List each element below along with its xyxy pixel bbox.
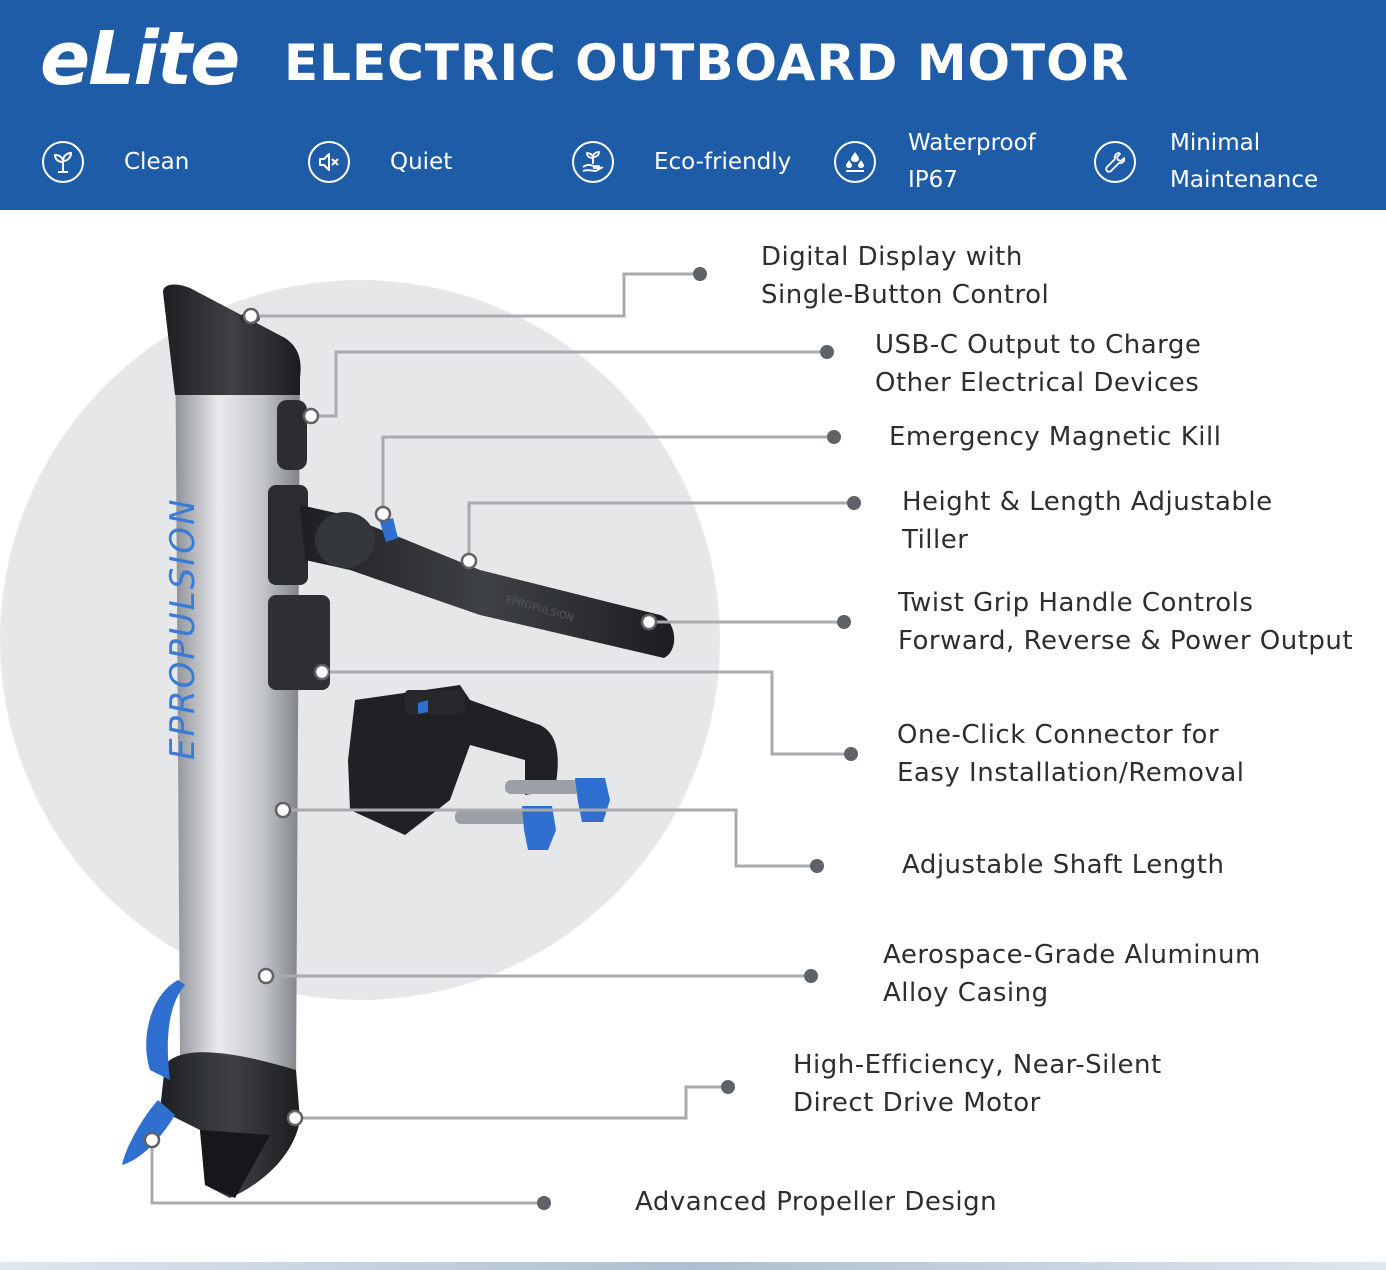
callout-tiller: Height & Length Adjustable Tiller (902, 483, 1273, 559)
feature-label-secondary: Maintenance (1170, 167, 1319, 193)
feature-quiet: Quiet (308, 130, 580, 194)
feature-label-secondary: IP67 (908, 167, 958, 193)
brand-logo: eLite (40, 16, 240, 102)
feature-label: Minimal (1170, 130, 1261, 156)
callout-magnetic-kill: Emergency Magnetic Kill (889, 418, 1221, 456)
callout-shaft-length: Adjustable Shaft Length (902, 846, 1224, 884)
callout-line: Alloy Casing (883, 978, 1049, 1008)
callout-line: Direct Drive Motor (793, 1088, 1041, 1118)
callout-line: High-Efficiency, Near-Silent (793, 1050, 1162, 1080)
tiller-pivot (315, 512, 375, 568)
callout-line: Easy Installation/Removal (897, 758, 1245, 788)
water-drops-icon (834, 141, 876, 183)
plant-in-hand-icon (572, 141, 614, 183)
page-title: ELECTRIC OUTBOARD MOTOR (284, 34, 1130, 92)
tiller-mount (268, 485, 308, 585)
feature-waterproof: Waterproof IP67 (834, 130, 1098, 194)
feature-maintenance: Minimal Maintenance (1094, 130, 1360, 194)
callout-line: Forward, Reverse & Power Output (898, 626, 1354, 656)
magnetic-kill-switch (380, 518, 398, 542)
callout-line: Adjustable Shaft Length (902, 850, 1225, 880)
callout-line: One-Click Connector for (897, 720, 1220, 750)
callout-line: Aerospace-Grade Aluminum (883, 940, 1261, 970)
usb-c-cap (277, 400, 307, 470)
callout-line: Digital Display with (761, 242, 1023, 272)
transom-clamp (348, 685, 558, 835)
callout-digital-display: Digital Display with Single-Button Contr… (761, 238, 1049, 314)
callout-twist-grip: Twist Grip Handle Controls Forward, Reve… (898, 584, 1353, 660)
feature-label: Clean (124, 148, 190, 175)
callout-line: Single-Button Control (761, 280, 1050, 310)
bottom-divider (0, 1262, 1386, 1270)
callout-aluminum-casing: Aerospace-Grade Aluminum Alloy Casing (883, 936, 1261, 1012)
feature-label: Waterproof (908, 130, 1036, 156)
callout-line: Tiller (902, 525, 969, 555)
skeg (200, 1130, 270, 1198)
display-head (163, 284, 301, 395)
motor-illustration: EPROPULSION EPROPULSION (0, 267, 861, 1210)
callout-one-click: One-Click Connector for Easy Installatio… (897, 716, 1245, 792)
feature-eco-friendly: Eco-friendly (572, 130, 844, 194)
callout-line: Advanced Propeller Design (635, 1187, 998, 1217)
product-diagram: EPROPULSION EPROPULSION (0, 210, 1386, 1270)
clamp-screw (455, 810, 527, 824)
one-click-connector (268, 595, 330, 690)
wrench-icon (1094, 141, 1136, 183)
callout-line: Emergency Magnetic Kill (889, 422, 1222, 452)
clamp-screw (505, 780, 580, 794)
shaft-brand-text: EPROPULSION (163, 497, 203, 760)
feature-clean: Clean (42, 130, 314, 194)
feature-label: Eco-friendly (654, 148, 792, 175)
callout-line: Other Electrical Devices (875, 368, 1200, 398)
callout-line: Twist Grip Handle Controls (898, 588, 1254, 618)
sprout-icon (42, 141, 84, 183)
callout-line: Height & Length Adjustable (902, 487, 1273, 517)
speaker-mute-icon (308, 141, 350, 183)
callout-propeller: Advanced Propeller Design (635, 1183, 997, 1221)
tiller-arm (300, 505, 675, 658)
motor-pod (160, 1052, 300, 1198)
propeller-blade (146, 980, 185, 1080)
callout-direct-drive: High-Efficiency, Near-Silent Direct Driv… (793, 1046, 1162, 1122)
callout-line: USB-C Output to Charge (875, 330, 1202, 360)
feature-label: Quiet (390, 148, 453, 175)
clamp-knob (522, 806, 556, 850)
propeller-blade (122, 1100, 175, 1165)
header-banner: eLite ELECTRIC OUTBOARD MOTOR Clean Quie… (0, 0, 1386, 210)
callout-usb-c: USB-C Output to Charge Other Electrical … (875, 326, 1201, 402)
